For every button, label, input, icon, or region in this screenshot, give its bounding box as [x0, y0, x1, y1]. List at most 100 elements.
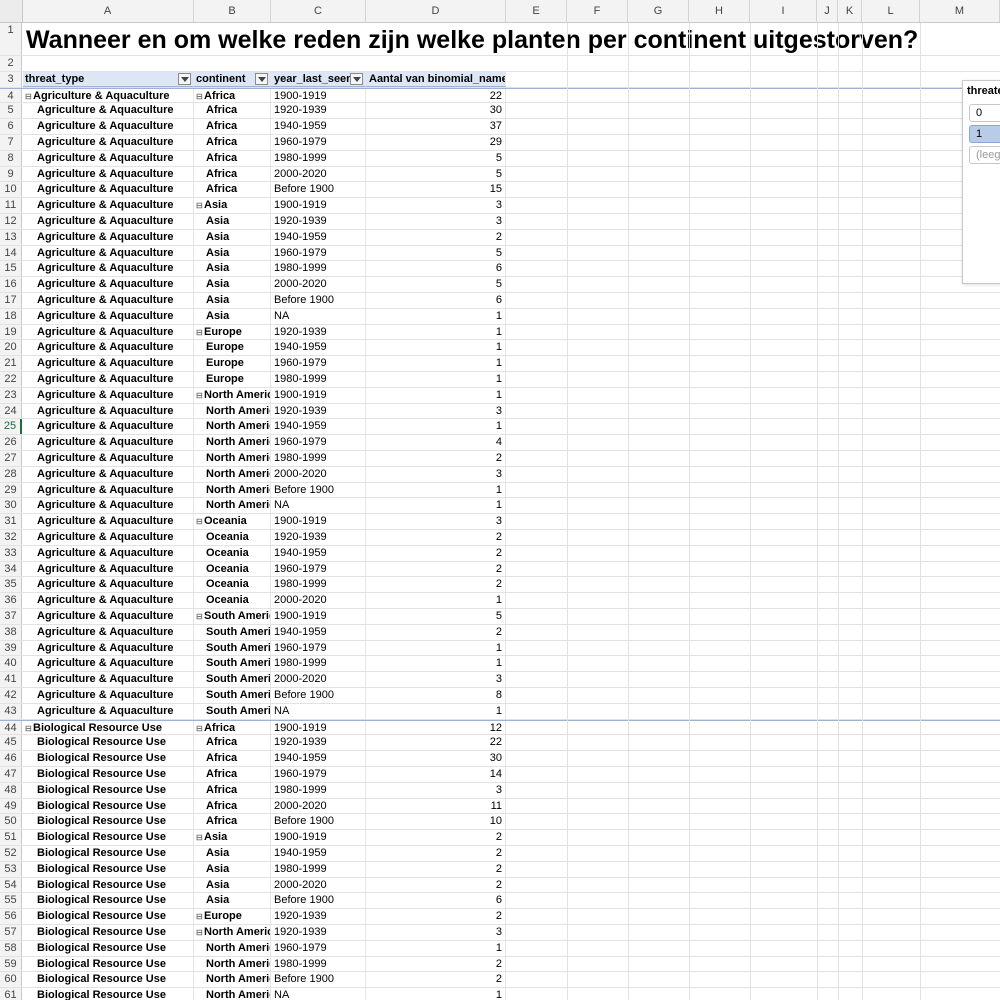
row-number[interactable]: 34 [0, 561, 22, 577]
cell-count[interactable]: 2 [366, 846, 506, 861]
cell-threat-type[interactable]: Agriculture & Aquaculture [23, 198, 194, 213]
row-number[interactable]: 55 [0, 893, 22, 909]
cell-count[interactable]: 15 [366, 182, 506, 198]
cell-year-last-seen[interactable]: 2000-2020 [271, 798, 366, 814]
collapse-icon[interactable]: ⊟ [196, 912, 203, 922]
cell-year-last-seen[interactable]: 1940-1959 [271, 846, 366, 861]
cell-year-last-seen[interactable]: 1960-1979 [271, 561, 366, 577]
row-number[interactable]: 28 [0, 466, 22, 482]
cell-year-last-seen[interactable]: NA [271, 988, 366, 1000]
cell-continent[interactable]: Europe [194, 356, 271, 371]
column-header-m[interactable]: M [920, 0, 1000, 22]
cell-year-last-seen[interactable]: 2000-2020 [271, 672, 366, 687]
column-header-year-last-seen[interactable]: year_last_seen [271, 71, 366, 87]
row-number[interactable]: 40 [0, 656, 22, 672]
row-number[interactable]: 49 [0, 798, 22, 814]
cell-threat-type[interactable]: Agriculture & Aquaculture [23, 119, 194, 134]
cell-count[interactable]: 8 [366, 688, 506, 703]
column-header-g[interactable]: G [628, 0, 689, 22]
cell-threat-type[interactable]: Biological Resource Use [23, 735, 194, 751]
cell-threat-type[interactable]: Agriculture & Aquaculture [23, 672, 194, 687]
cell-year-last-seen[interactable]: 1900-1919 [271, 387, 366, 403]
cell-threat-type[interactable]: Agriculture & Aquaculture [23, 340, 194, 356]
cell-year-last-seen[interactable]: 1960-1979 [271, 356, 366, 371]
cell-continent[interactable]: North Americ [194, 498, 271, 514]
cell-continent[interactable]: ⊟Asia [194, 830, 271, 845]
cell-threat-type[interactable]: Agriculture & Aquaculture [23, 166, 194, 182]
cell-continent[interactable]: North Americ [194, 403, 271, 419]
cell-year-last-seen[interactable]: NA [271, 498, 366, 514]
cell-year-last-seen[interactable]: 1940-1959 [271, 419, 366, 435]
cell-count[interactable]: 12 [366, 720, 506, 735]
cell-year-last-seen[interactable]: 1920-1939 [271, 403, 366, 419]
cell-threat-type[interactable]: Agriculture & Aquaculture [23, 545, 194, 561]
cell-threat-type[interactable]: Agriculture & Aquaculture [23, 482, 194, 498]
row-number[interactable]: 31 [0, 514, 22, 529]
cell-threat-type[interactable]: Agriculture & Aquaculture [23, 277, 194, 292]
column-header-threat-type[interactable]: threat_type [23, 71, 194, 87]
cell-count[interactable]: 22 [366, 88, 506, 103]
cell-count[interactable]: 2 [366, 861, 506, 877]
cell-threat-type[interactable]: Agriculture & Aquaculture [23, 403, 194, 419]
cell-threat-type[interactable]: Biological Resource Use [23, 956, 194, 972]
row-number[interactable]: 19 [0, 324, 22, 340]
cell-year-last-seen[interactable]: Before 1900 [271, 814, 366, 830]
row-number[interactable]: 16 [0, 277, 22, 292]
cell-threat-type[interactable]: Agriculture & Aquaculture [23, 435, 194, 450]
cell-threat-type[interactable]: Agriculture & Aquaculture [23, 498, 194, 514]
cell-threat-type[interactable]: Agriculture & Aquaculture [23, 372, 194, 387]
filter-dropdown-icon[interactable] [255, 72, 268, 85]
column-header-i[interactable]: I [750, 0, 817, 22]
cell-continent[interactable]: Africa [194, 150, 271, 166]
cell-continent[interactable]: Asia [194, 893, 271, 909]
row-number[interactable]: 48 [0, 782, 22, 798]
cell-continent[interactable]: North Americ [194, 435, 271, 450]
cell-threat-type[interactable]: Agriculture & Aquaculture [23, 656, 194, 672]
row-number[interactable]: 11 [0, 198, 22, 213]
cell-threat-type[interactable]: Biological Resource Use [23, 909, 194, 924]
row-number[interactable]: 9 [0, 166, 22, 182]
row-number[interactable]: 43 [0, 703, 22, 719]
cell-count[interactable]: 5 [366, 166, 506, 182]
row-number[interactable]: 57 [0, 925, 22, 940]
cell-year-last-seen[interactable]: 1920-1939 [271, 530, 366, 545]
cell-continent[interactable]: ⊟North Americ [194, 925, 271, 940]
row-number[interactable]: 21 [0, 356, 22, 371]
cell-continent[interactable]: Oceania [194, 530, 271, 545]
cell-year-last-seen[interactable]: 1920-1939 [271, 909, 366, 924]
cell-threat-type[interactable]: Biological Resource Use [23, 925, 194, 940]
cell-continent[interactable]: North Americ [194, 988, 271, 1000]
cell-continent[interactable]: North Americ [194, 956, 271, 972]
cell-threat-type[interactable]: Agriculture & Aquaculture [23, 245, 194, 261]
cell-continent[interactable]: ⊟Africa [194, 720, 271, 735]
cell-continent[interactable]: South Americ [194, 640, 271, 656]
cell-year-last-seen[interactable]: 1980-1999 [271, 150, 366, 166]
cell-year-last-seen[interactable]: 1940-1959 [271, 229, 366, 245]
row-number[interactable]: 53 [0, 861, 22, 877]
row-number[interactable]: 22 [0, 372, 22, 387]
cell-count[interactable]: 11 [366, 798, 506, 814]
row-number[interactable]: 4 [0, 88, 22, 103]
row-number[interactable]: 1 [0, 23, 22, 55]
cell-threat-type[interactable]: Biological Resource Use [23, 751, 194, 766]
cell-threat-type[interactable]: Biological Resource Use [23, 814, 194, 830]
cell-threat-type[interactable]: Biological Resource Use [23, 782, 194, 798]
cell-continent[interactable]: ⊟Oceania [194, 514, 271, 529]
cell-threat-type[interactable]: Agriculture & Aquaculture [23, 688, 194, 703]
cell-year-last-seen[interactable]: 1920-1939 [271, 735, 366, 751]
cell-continent[interactable]: Africa [194, 135, 271, 150]
cell-continent[interactable]: Europe [194, 340, 271, 356]
row-number[interactable]: 29 [0, 482, 22, 498]
cell-threat-type[interactable]: Biological Resource Use [23, 893, 194, 909]
cell-count[interactable]: 3 [366, 198, 506, 213]
cell-count[interactable]: 2 [366, 451, 506, 466]
column-header-h[interactable]: H [689, 0, 750, 22]
row-number[interactable]: 10 [0, 182, 22, 198]
cell-threat-type[interactable]: Agriculture & Aquaculture [23, 703, 194, 719]
cell-year-last-seen[interactable]: 1980-1999 [271, 577, 366, 593]
cell-count[interactable]: 5 [366, 277, 506, 292]
row-number[interactable]: 3 [0, 71, 22, 87]
select-all-corner[interactable] [0, 0, 23, 22]
row-number[interactable]: 38 [0, 624, 22, 640]
cell-year-last-seen[interactable]: 1940-1959 [271, 545, 366, 561]
